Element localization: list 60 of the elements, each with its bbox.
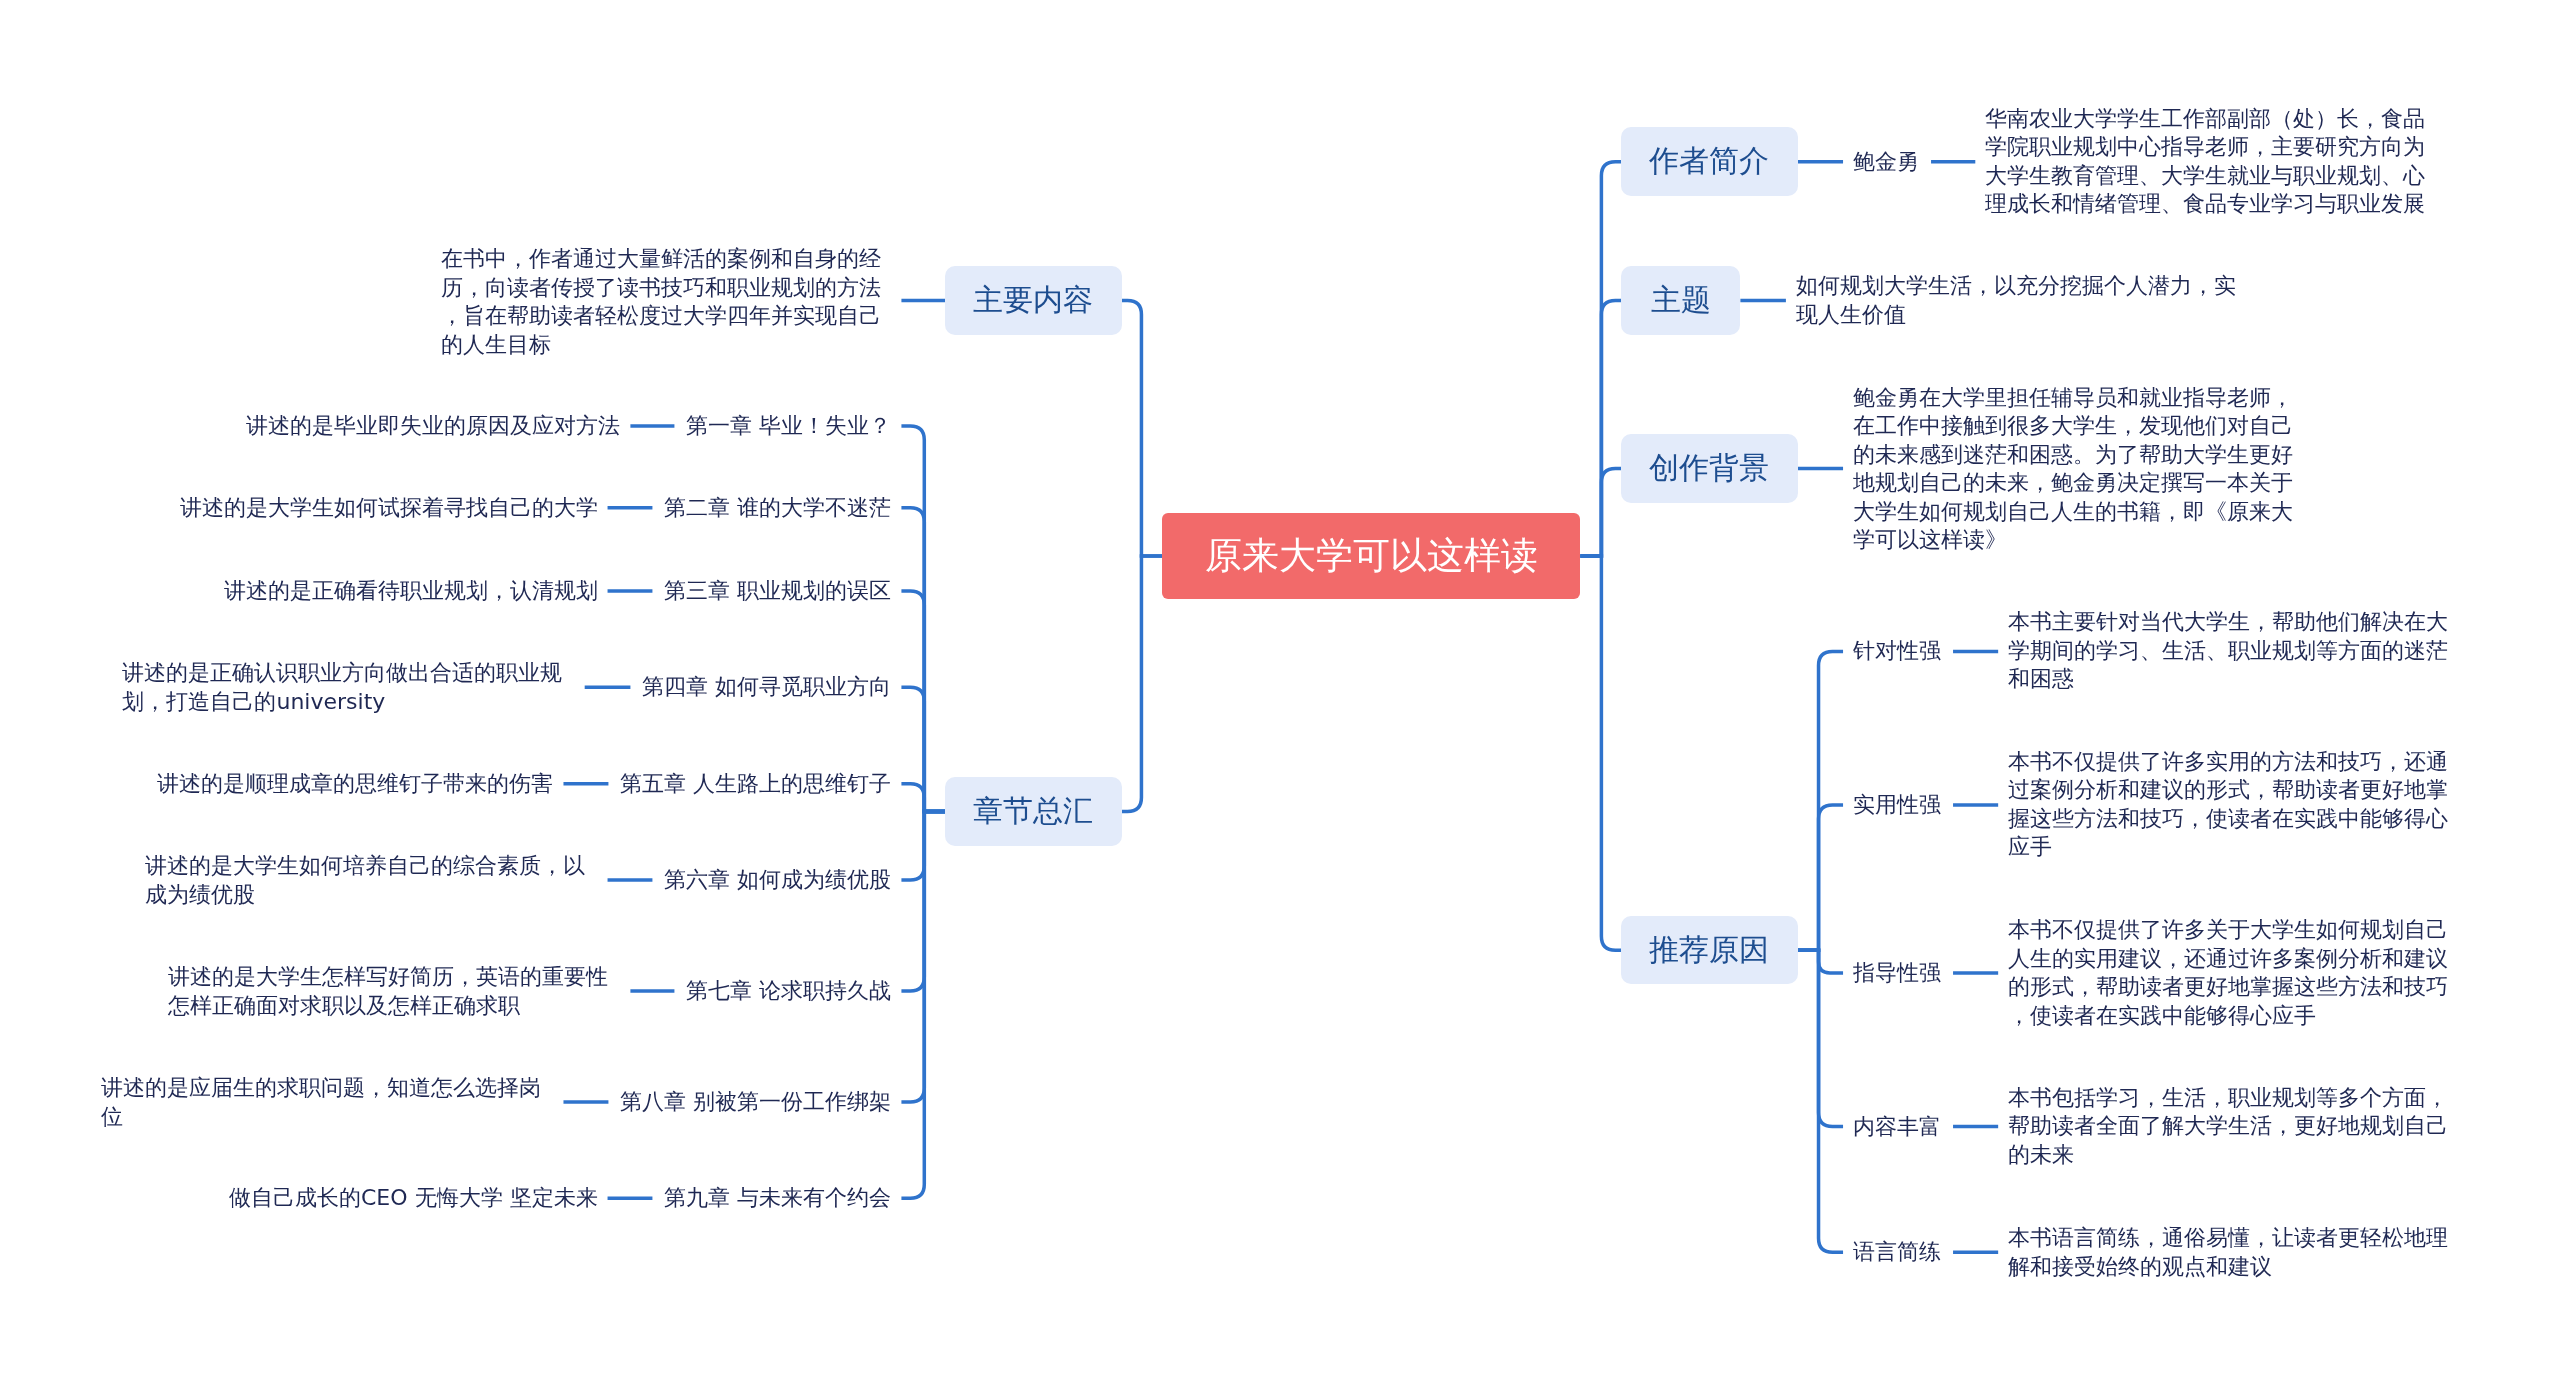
connector-line <box>1797 159 1844 164</box>
topic-text: 本书包括学习，生活，职业规划等多个方面，帮助读者全面了解大学生活，更好地规划自己的未来 <box>2008 1083 2461 1170</box>
connector-line <box>607 506 653 510</box>
topic-text: 讲述的是正确看待职业规划，认清规划 <box>223 576 598 606</box>
topic-text: 本书主要针对当代大学生，帮助他们解决在大学期间的学习、生活、职业规划等方面的迷茫和困惑 <box>2008 608 2461 695</box>
connector-line <box>607 1196 653 1201</box>
connector-line <box>563 781 609 786</box>
connector-line <box>607 878 653 882</box>
central-topic-box: 原来大学可以这样读 <box>1162 512 1581 600</box>
connector-line <box>1931 159 1976 164</box>
topic-text: 第九章 与未来有个约会 <box>664 1184 892 1213</box>
connector-line <box>901 298 946 303</box>
connector-line <box>1740 298 1786 303</box>
topic-box: 主题 <box>1621 266 1741 335</box>
topic-text: 讲述的是正确认识职业方向做出合适的职业规划，打造自己的university <box>122 658 575 716</box>
topic-box: 作者简介 <box>1621 127 1798 196</box>
connector-line <box>1953 1124 1999 1129</box>
topic-text: 第三章 职业规划的误区 <box>664 576 892 606</box>
topic-text: 本书不仅提供了许多实用的方法和技巧，还通过案例分析和建议的形式，帮助读者更好地掌握这些方法和技巧，使读者在实践中能够得心应手 <box>2008 747 2461 862</box>
topic-text: 第四章 如何寻觅职业方向 <box>642 673 892 702</box>
connector-line <box>563 1100 609 1104</box>
topic-text: 华南农业大学学生工作部副部（处）长，食品学院职业规划中心指导老师，主要研究方向为大学生教育管理、大学生就业与职业规划、心理成长和情绪管理、食品专业学习与职业发展 <box>1985 104 2438 219</box>
connector-line <box>630 989 675 993</box>
topic-text: 指导性强 <box>1853 958 1942 988</box>
connector-line <box>1953 649 1999 654</box>
connector-line <box>630 424 675 428</box>
topic-text: 语言简练 <box>1853 1238 1942 1267</box>
topic-text: 针对性强 <box>1853 637 1942 666</box>
topic-text: 第六章 如何成为绩优股 <box>664 865 892 895</box>
topic-text: 讲述的是大学生如何试探着寻找自己的大学 <box>179 493 598 522</box>
topic-text: 本书不仅提供了许多关于大学生如何规划自己人生的实用建议，还通过许多案例分析和建议的形式，帮助读者更好地掌握这些方法和技巧，使读者在实践中能够得心应手 <box>2008 916 2461 1031</box>
connector-line <box>584 685 631 690</box>
topic-text: 第五章 人生路上的思维钉子 <box>620 769 892 798</box>
topic-text: 鲍金勇在大学里担任辅导员和就业指导老师，在工作中接触到很多大学生，发现他们对自己的未来感到迷茫和困惑。为了帮助大学生更好地规划自己的未来，鲍金勇决定撰写一本关于大学生如何规划自己人生的书籍，即《原来大学可以这样读》 <box>1853 383 2306 555</box>
topic-text: 第一章 毕业！失业？ <box>686 411 892 441</box>
topic-text: 讲述的是毕业即失业的原因及应对方法 <box>246 411 621 441</box>
topic-text: 做自己成长的CEO 无悔大学 坚定未来 <box>228 1184 598 1213</box>
topic-text: 本书语言简练，通俗易懂，让读者更轻松地理解和接受始终的观点和建议 <box>2008 1223 2461 1281</box>
topic-text: 第八章 别被第一份工作绑架 <box>620 1087 892 1117</box>
topic-text: 在书中，作者通过大量鲜活的案例和自身的经历，向读者传授了读书技巧和职业规划的方法，旨在帮助读者轻松度过大学四年并实现自己的人生目标 <box>440 245 892 360</box>
topic-box: 章节总汇 <box>945 777 1122 846</box>
connector-line <box>1953 971 1999 975</box>
connector-line <box>607 589 653 593</box>
topic-text: 讲述的是顺理成章的思维钉子带来的伤害 <box>157 769 554 798</box>
topic-box: 创作背景 <box>1621 434 1798 503</box>
connector-line <box>1121 554 1163 814</box>
connector-line <box>1797 466 1844 471</box>
topic-text: 鲍金勇 <box>1853 147 1920 176</box>
topic-box: 推荐原因 <box>1621 915 1798 985</box>
topic-text: 实用性强 <box>1853 790 1942 820</box>
topic-box: 主要内容 <box>945 266 1122 335</box>
topic-text: 讲述的是应届生的求职问题，知道怎么选择岗位 <box>101 1073 554 1131</box>
topic-text: 第二章 谁的大学不迷茫 <box>664 493 892 522</box>
topic-text: 第七章 论求职持久战 <box>686 976 892 1006</box>
topic-text: 讲述的是大学生如何培养自己的综合素质，以成为绩优股 <box>145 851 598 909</box>
topic-text: 内容丰富 <box>1853 1112 1942 1141</box>
connector-line <box>1953 803 1999 807</box>
connector-line <box>1953 1250 1999 1254</box>
topic-text: 讲述的是大学生怎样写好简历，英语的重要性怎样正确面对求职以及怎样正确求职 <box>168 962 621 1020</box>
topic-text: 如何规划大学生活，以充分挖掘个人潜力，实现人生价值 <box>1795 271 2249 329</box>
